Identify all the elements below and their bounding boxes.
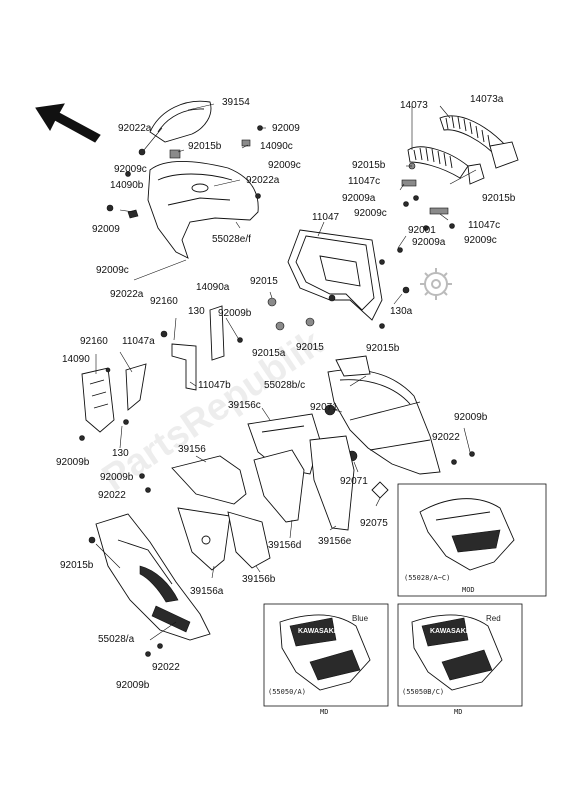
- label-39154: 39154: [222, 97, 250, 108]
- label-11047: 11047: [312, 212, 340, 223]
- label-92160-b: 92160: [80, 336, 108, 347]
- label-92009: 92009: [272, 123, 300, 134]
- duct-fasteners: [397, 162, 455, 253]
- label-14090c: 14090c: [260, 141, 293, 152]
- label-11047b: 11047b: [198, 380, 231, 391]
- windscreen-39154: [149, 100, 212, 143]
- label-92022-bot: 92022: [152, 662, 180, 673]
- inset-55028-note: MOD: [462, 586, 475, 594]
- side-fairing-55028bc: [324, 355, 475, 499]
- inset-box-55028: [397, 483, 547, 597]
- label-92071: 92071: [310, 402, 338, 413]
- label-92009c-r2: 92009c: [464, 235, 497, 246]
- air-duct-14073: [407, 146, 485, 185]
- inset-box-55050a: [263, 603, 389, 707]
- label-92009b-r: 92009b: [454, 412, 488, 423]
- label-11047a: 11047a: [122, 336, 155, 347]
- label-92001: 92001: [408, 225, 436, 236]
- label-92015b: 92015b: [188, 141, 222, 152]
- label-11047c: 11047c: [348, 176, 381, 187]
- label-11047c-r: 11047c: [468, 220, 501, 231]
- label-92009c-left: 92009c: [96, 265, 129, 276]
- inner-cover-39156c: [247, 413, 321, 475]
- label-39156c: 39156c: [228, 400, 261, 411]
- label-92015b-mid: 92015b: [366, 343, 400, 354]
- label-92015b-r2: 92015b: [482, 193, 516, 204]
- label-14073: 14073: [400, 100, 428, 111]
- label-92009a: 92009a: [342, 193, 376, 204]
- label-130: 130: [188, 306, 205, 317]
- label-92009-left: 92009: [92, 224, 120, 235]
- inner-cover-39156: [171, 455, 247, 505]
- label-92075: 92075: [360, 518, 388, 529]
- label-92022-l: 92022: [98, 490, 126, 501]
- inset-55050a-color: Blue: [352, 614, 369, 623]
- inner-cover-39156b: [227, 511, 271, 569]
- front-direction-arrow-icon: [35, 103, 101, 143]
- inner-cover-39156d: [253, 449, 305, 523]
- label-39156: 39156: [178, 444, 206, 455]
- upper-cowl-55028ef: [147, 161, 259, 259]
- label-39156b: 39156b: [242, 574, 276, 585]
- label-92015a: 92015a: [252, 348, 286, 359]
- inset-55050bc-decal: KAWASAKI: [430, 628, 468, 635]
- label-92022a-left: 92022a: [110, 289, 144, 300]
- label-92015b-l: 92015b: [60, 560, 94, 571]
- air-duct-14073a: [439, 115, 519, 169]
- label-92022a-2: 92022a: [246, 175, 280, 186]
- leader-lines: [95, 103, 477, 641]
- label-92015-b: 92015: [296, 342, 324, 353]
- gear-icon: [420, 268, 452, 300]
- label-14073a: 14073a: [470, 94, 504, 105]
- label-92009b-l: 92009b: [56, 457, 90, 468]
- inner-cover-39156e: [309, 435, 355, 531]
- label-39156e: 39156e: [318, 536, 352, 547]
- inset-55028-code: (55028/A~C): [404, 574, 451, 582]
- label-92009a-r2: 92009a: [412, 237, 446, 248]
- label-55028bc: 55028b/c: [264, 380, 306, 391]
- label-92009b-l2: 92009b: [100, 472, 134, 483]
- inset-55050bc-note: MD: [454, 708, 463, 716]
- label-130-b: 130: [112, 448, 129, 459]
- lower-fairing-55028a: [88, 473, 211, 657]
- inset-55050a-note: MD: [320, 708, 329, 716]
- label-39156d: 39156d: [268, 540, 302, 551]
- label-14090a: 14090a: [196, 282, 230, 293]
- label-92009c: 92009c: [114, 164, 147, 175]
- label-55028a: 55028/a: [98, 634, 135, 645]
- label-14090b: 14090b: [110, 180, 144, 191]
- inner-cover-39156a: [177, 507, 231, 571]
- label-92009b-bot: 92009b: [116, 680, 150, 691]
- label-14090: 14090: [62, 354, 90, 365]
- label-92009c-r: 92009c: [354, 208, 387, 219]
- stay-bracket-11047: [267, 229, 410, 331]
- inset-box-55050bc: [397, 603, 523, 707]
- label-92160: 92160: [150, 296, 178, 307]
- inset-55050a-decal: KAWASAKI: [298, 628, 336, 635]
- label-92071-b: 92071: [340, 476, 368, 487]
- inset-55050bc-code: (55050B/C): [402, 688, 445, 696]
- inset-55050a-code: (55050/A): [268, 688, 306, 696]
- label-55028ef: 55028e/f: [212, 234, 251, 245]
- label-92022-r: 92022: [432, 432, 460, 443]
- label-92015b-r1: 92015b: [352, 160, 386, 171]
- label-92022a: 92022a: [118, 123, 152, 134]
- inset-55050bc-color: Red: [486, 614, 501, 623]
- brackets-14090a-11047b: [160, 305, 243, 391]
- label-39156a: 39156a: [190, 586, 224, 597]
- label-92015: 92015: [250, 276, 278, 287]
- inner-panel-14090: [79, 363, 147, 441]
- label-130a: 130a: [390, 306, 413, 317]
- label-92009c-2: 92009c: [268, 160, 301, 171]
- label-92009b: 92009b: [218, 308, 252, 319]
